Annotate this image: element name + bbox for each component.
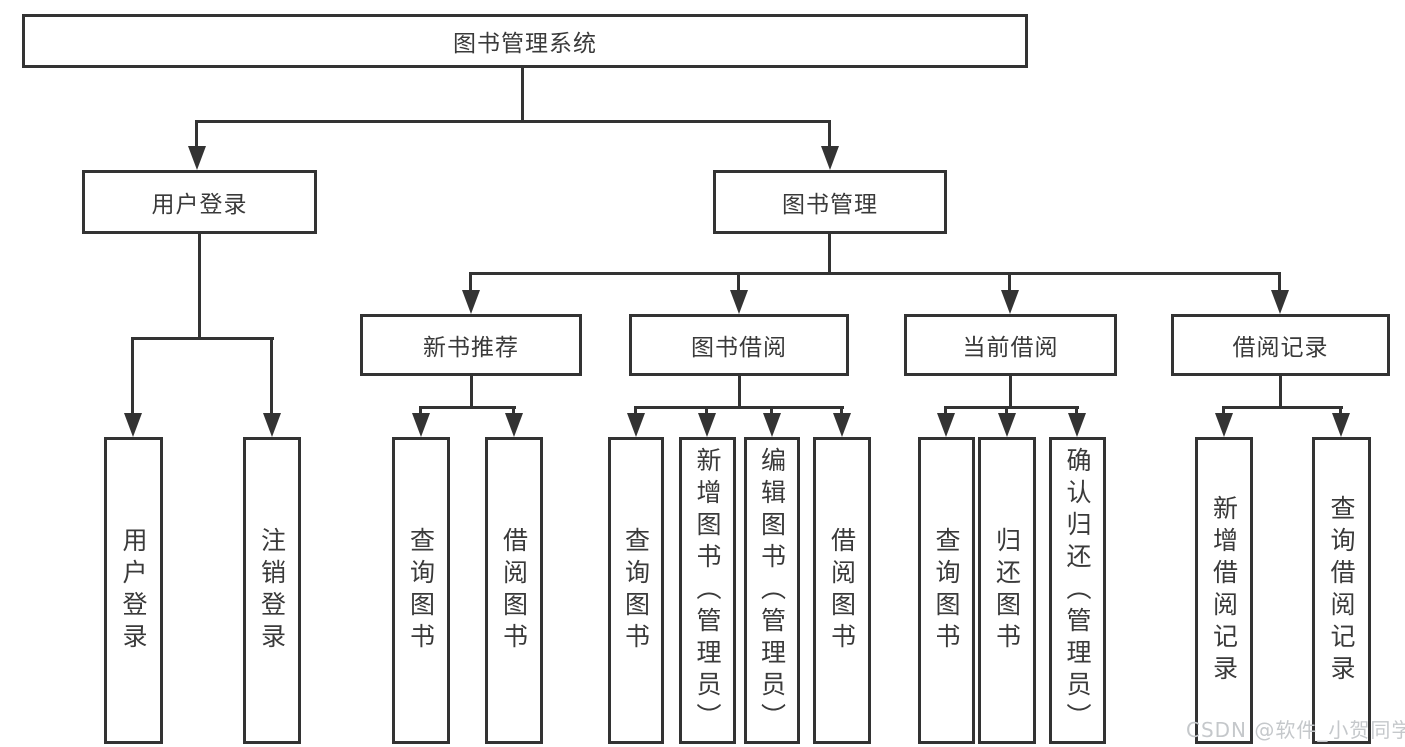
connector-new-book-hline: [420, 406, 516, 409]
leaf-confirm-return-admin: 确认归还（管理员）: [1049, 437, 1106, 744]
arrow-down-icon: [1332, 406, 1350, 437]
arrow-down-icon: [462, 272, 480, 314]
arrow-down-icon: [821, 120, 839, 170]
arrow-down-icon: [1271, 272, 1289, 314]
arrow-down-icon: [698, 406, 716, 437]
watermark: CSDN @软件_小贺同学: [1186, 718, 1405, 742]
connector-book-borrow-hline: [635, 406, 844, 409]
connector-level2-hline: [197, 120, 831, 123]
node-new-book-recommend: 新书推荐: [360, 314, 582, 376]
arrow-down-icon: [1068, 406, 1086, 437]
node-root: 图书管理系统: [22, 14, 1028, 68]
arrow-down-icon: [124, 337, 142, 437]
node-borrow-record: 借阅记录: [1171, 314, 1390, 376]
leaf-logout: 注销登录: [243, 437, 301, 744]
leaf-return-books: 归还图书: [978, 437, 1036, 744]
leaf-user-login: 用户登录: [104, 437, 163, 744]
node-user-login: 用户登录: [82, 170, 317, 234]
arrow-down-icon: [263, 337, 281, 437]
connector-book-management-stem: [828, 233, 831, 273]
node-current-borrow: 当前借阅: [904, 314, 1117, 376]
connector-root-stem: [521, 68, 524, 120]
node-book-management: 图书管理: [713, 170, 947, 234]
arrow-down-icon: [937, 406, 955, 437]
connector-new-book-stem: [470, 376, 473, 406]
connector-current-borrow-hline: [945, 406, 1079, 409]
arrow-down-icon: [730, 272, 748, 314]
arrow-down-icon: [412, 406, 430, 437]
leaf-borrow-books-1: 借阅图书: [485, 437, 543, 744]
connector-level3-hline: [470, 272, 1281, 275]
leaf-add-books-admin: 新增图书（管理员）: [679, 437, 736, 744]
leaf-query-borrow-record: 查询借阅记录: [1312, 437, 1371, 744]
connector-current-borrow-stem: [1009, 376, 1012, 406]
arrow-down-icon: [833, 406, 851, 437]
leaf-edit-books-admin: 编辑图书（管理员）: [744, 437, 800, 744]
leaf-borrow-books-2: 借阅图书: [813, 437, 871, 744]
arrow-down-icon: [188, 120, 206, 170]
leaf-query-books-3: 查询图书: [918, 437, 975, 744]
arrow-down-icon: [627, 406, 645, 437]
connector-borrow-record-hline: [1223, 406, 1343, 409]
connector-borrow-record-stem: [1279, 376, 1282, 406]
leaf-add-borrow-record: 新增借阅记录: [1195, 437, 1253, 744]
arrow-down-icon: [763, 406, 781, 437]
arrow-down-icon: [1215, 406, 1233, 437]
leaf-query-books-1: 查询图书: [392, 437, 450, 744]
arrow-down-icon: [1001, 272, 1019, 314]
connector-user-login-hline: [132, 337, 274, 340]
arrow-down-icon: [505, 406, 523, 437]
connector-user-login-stem: [198, 234, 201, 337]
leaf-query-books-2: 查询图书: [608, 437, 664, 744]
node-book-borrow: 图书借阅: [629, 314, 849, 376]
arrow-down-icon: [998, 406, 1016, 437]
connector-book-borrow-stem: [738, 376, 741, 406]
